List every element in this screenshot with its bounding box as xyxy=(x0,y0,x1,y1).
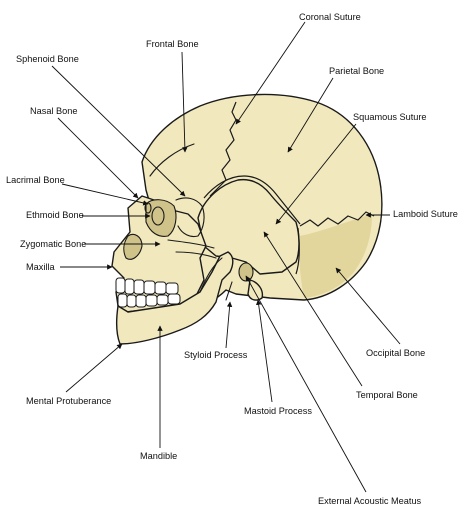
mandible-notch xyxy=(199,257,223,293)
leader-lines xyxy=(51,21,401,493)
label-mandible: Mandible xyxy=(140,451,177,461)
label-parietal-bone: Parietal Bone xyxy=(329,66,384,76)
leader-coronal-suture xyxy=(235,21,306,125)
label-temporal-bone: Temporal Bone xyxy=(356,390,418,400)
sphenoid-wing xyxy=(175,197,205,238)
coronal-suture-line xyxy=(209,101,237,197)
label-sphenoid-bone: Sphenoid Bone xyxy=(16,54,79,64)
styloid-process xyxy=(225,281,233,301)
label-mental-protuberance: Mental Protuberance xyxy=(26,396,111,406)
label-lamboid-suture: Lamboid Suture xyxy=(393,209,458,219)
leader-external-acoustic-meatus xyxy=(245,275,367,493)
label-external-acoustic-meatus: External Acoustic Meatus xyxy=(318,496,422,506)
leader-squamous-suture xyxy=(275,123,357,225)
leader-parietal-bone xyxy=(287,77,334,153)
label-frontal-bone: Frontal Bone xyxy=(146,39,199,49)
label-squamous-suture: Squamous Suture xyxy=(353,112,427,122)
label-styloid-process: Styloid Process xyxy=(184,350,248,360)
label-zygomatic-bone: Zygomatic Bone xyxy=(20,239,86,249)
upper-teeth xyxy=(115,277,179,295)
label-coronal-suture: Coronal Suture xyxy=(299,12,361,22)
mastoid-process xyxy=(247,279,264,301)
mandible-outline xyxy=(115,251,234,345)
ear-canal xyxy=(238,262,254,282)
temporal-squama xyxy=(197,178,300,275)
label-lacrimal-bone: Lacrimal Bone xyxy=(6,175,65,185)
leader-styloid-process xyxy=(225,301,233,349)
leader-mastoid-process xyxy=(255,299,273,403)
leader-occipital-bone xyxy=(335,267,401,345)
label-ethmoid-bone: Ethmoid Bone xyxy=(26,210,84,220)
skull-illustration xyxy=(111,93,383,345)
zygomatic-arch xyxy=(167,239,217,259)
leader-temporal-bone xyxy=(263,231,363,387)
ethmoid-detail xyxy=(151,206,165,226)
lower-teeth xyxy=(117,293,181,308)
lambdoid-suture-line xyxy=(299,211,375,227)
label-nasal-bone: Nasal Bone xyxy=(30,106,78,116)
leader-frontal-bone xyxy=(181,51,188,153)
leader-lacrimal-bone xyxy=(61,183,149,206)
leader-nasal-bone xyxy=(57,117,139,199)
frontal-contour xyxy=(149,143,195,177)
orbit-cavity xyxy=(145,199,177,237)
occipital-shading xyxy=(299,214,372,298)
leader-mental-protuberance xyxy=(65,343,123,393)
nasal-aperture xyxy=(123,233,143,260)
labels: Coronal Suture Frontal Bone Sphenoid Bon… xyxy=(6,12,458,506)
label-maxilla: Maxilla xyxy=(26,262,55,272)
occipitomastoid-line xyxy=(295,227,300,275)
label-mastoid-process: Mastoid Process xyxy=(244,406,312,416)
label-occipital-bone: Occipital Bone xyxy=(366,348,425,358)
leader-sphenoid-bone xyxy=(51,65,186,197)
